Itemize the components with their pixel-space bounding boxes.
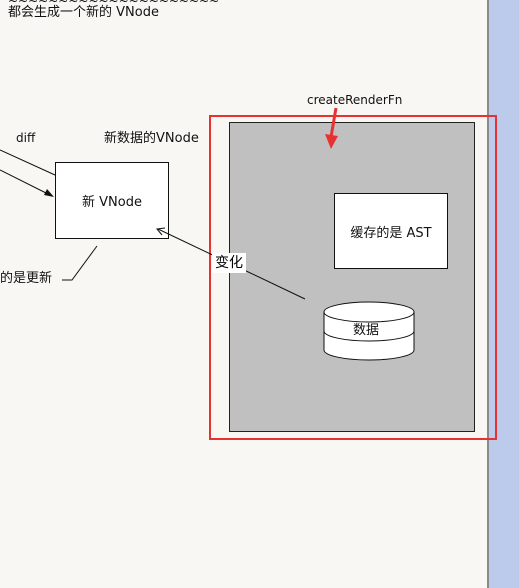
top-description-text: 都会生成一个新的 VNode: [8, 5, 159, 20]
update-note-text: 的是更新: [0, 271, 53, 286]
change-label: 变化: [212, 253, 246, 273]
database-label: 数据: [353, 323, 380, 338]
vertical-scrollbar[interactable]: [489, 0, 519, 588]
new-data-vnode-label: 新数据的VNode: [104, 131, 199, 146]
scrollbar-divider: [487, 0, 489, 588]
cache-ast-box[interactable]: 缓存的是 AST: [334, 193, 448, 269]
clipped-top-text: ~~~~~~~~~~~~~~~~~~~~~: [8, 0, 220, 8]
highlight-frame: [209, 115, 497, 440]
new-vnode-box[interactable]: 新 VNode: [55, 162, 169, 239]
create-render-fn-label: createRenderFn: [307, 93, 403, 107]
diff-label: diff: [16, 131, 36, 145]
